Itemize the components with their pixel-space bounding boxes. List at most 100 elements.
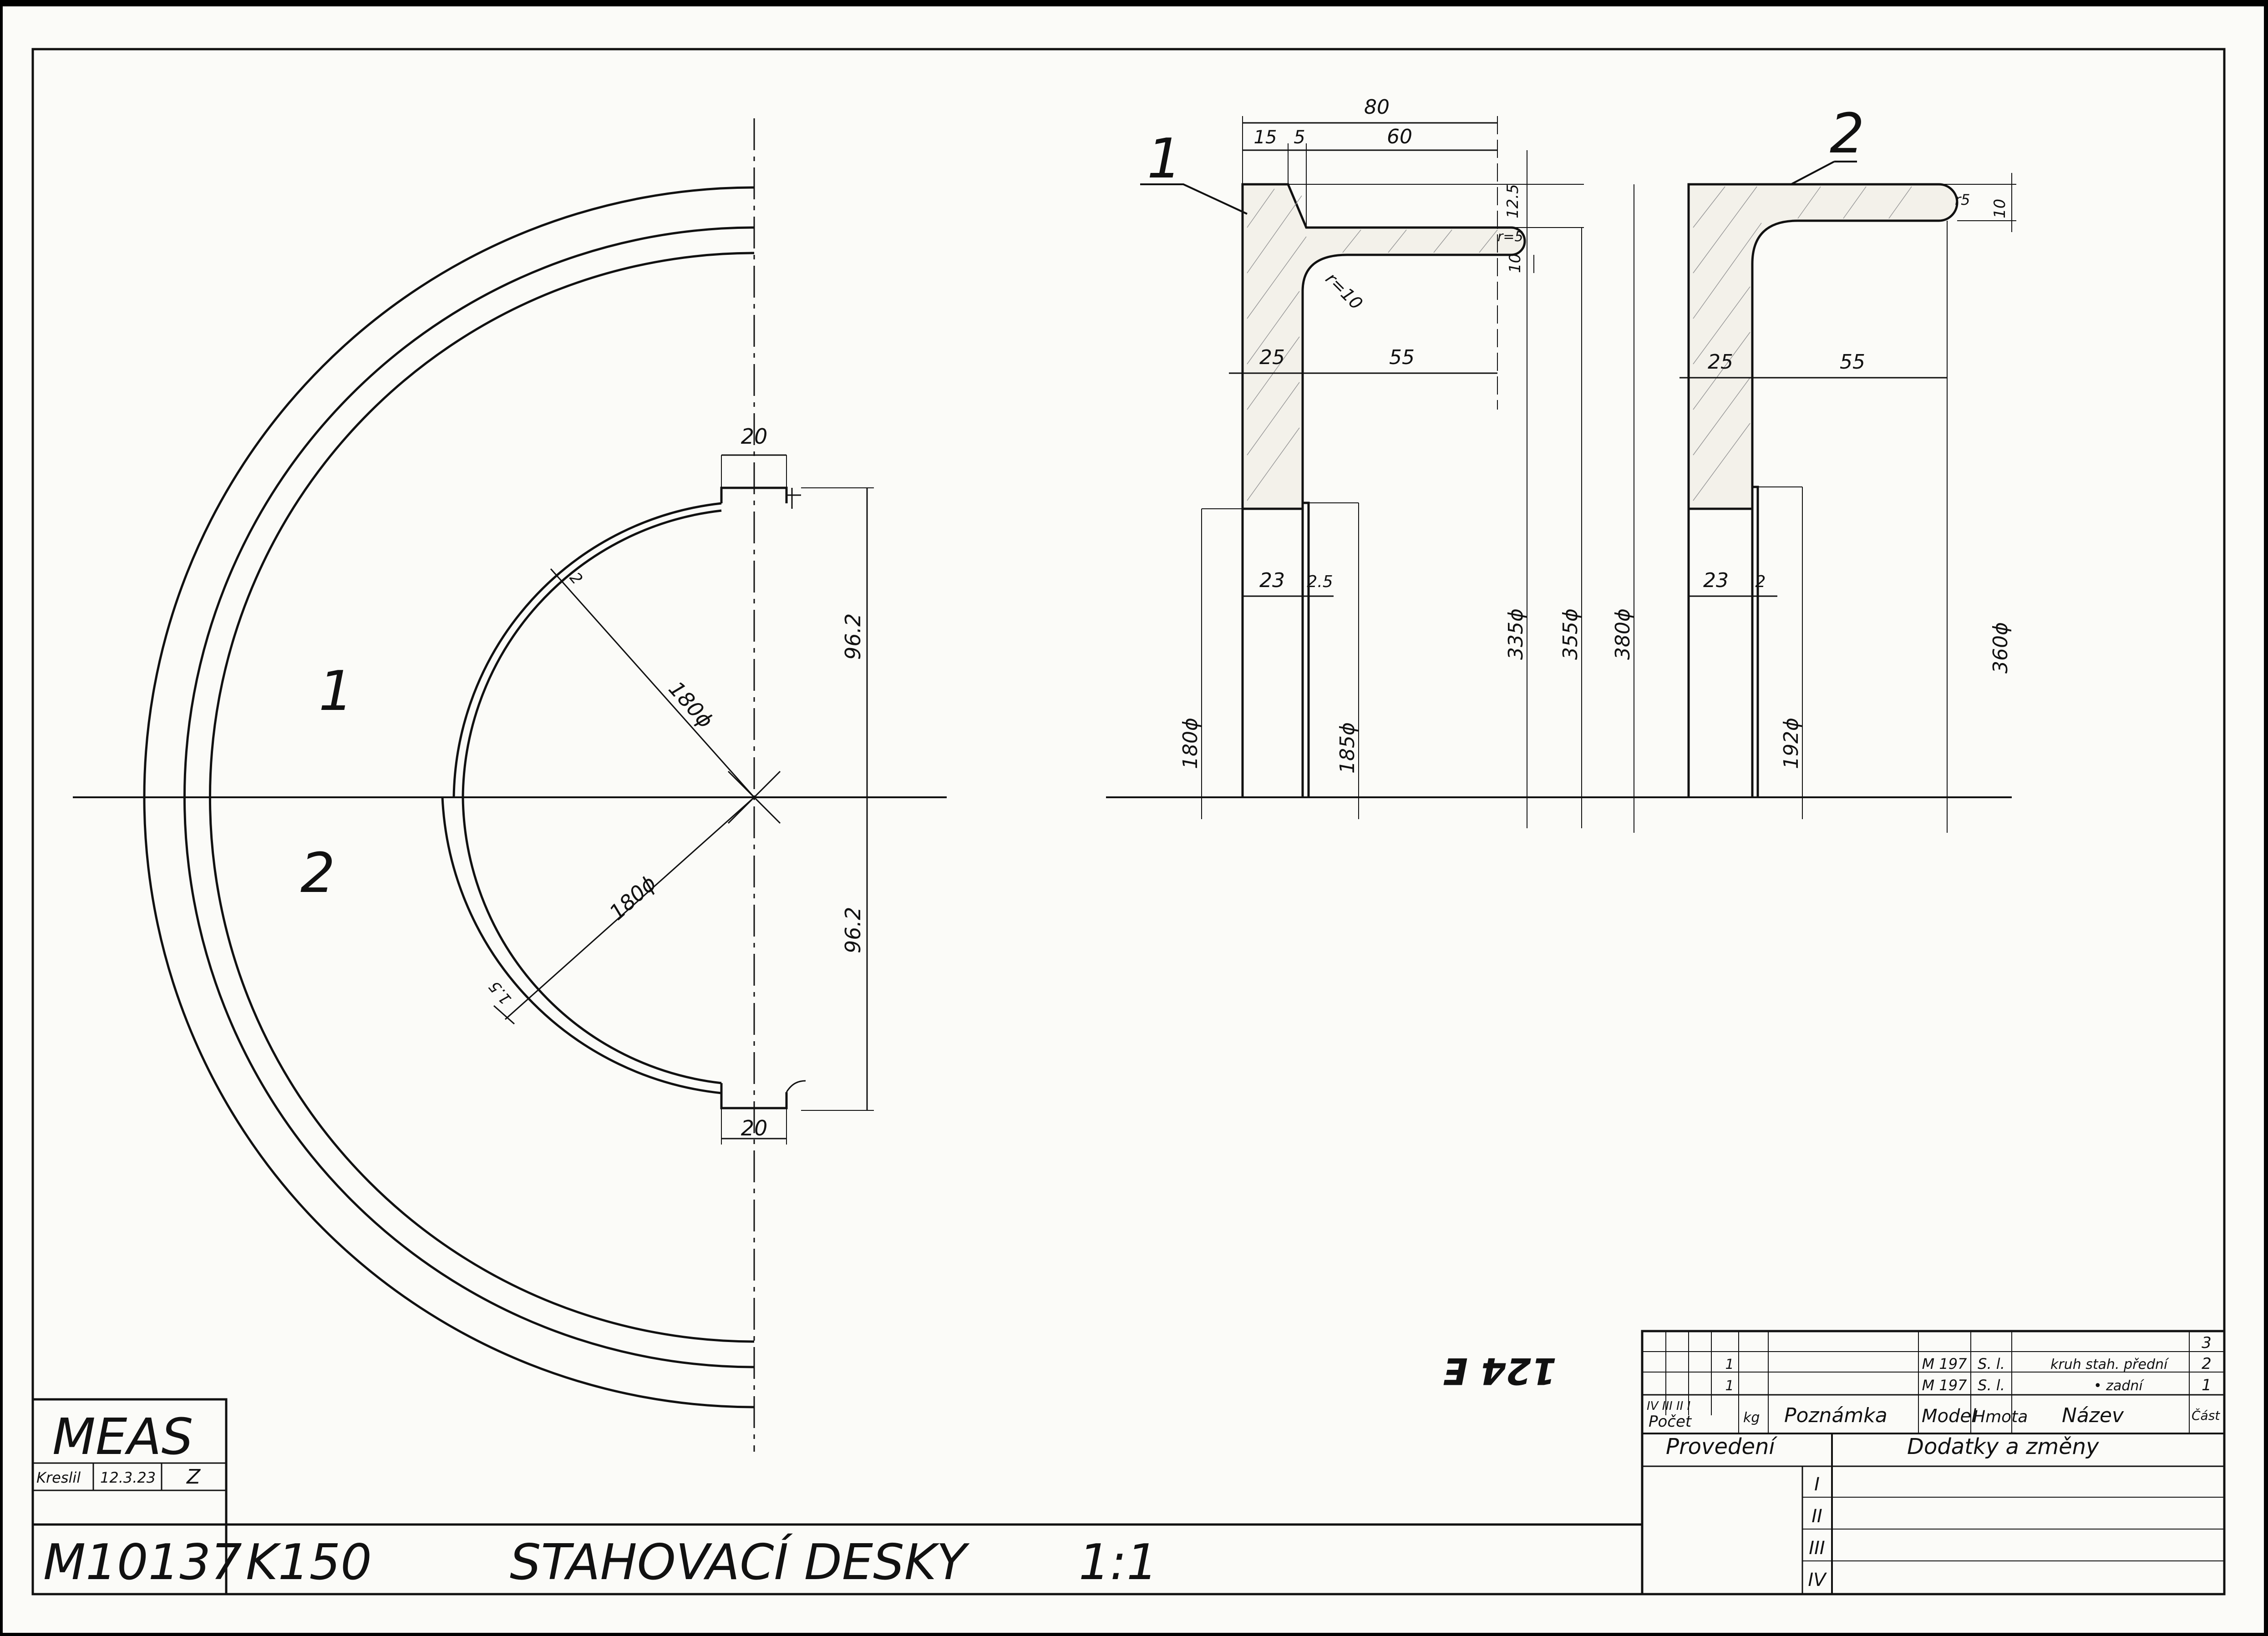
dim-radius-tip: r=5 (1497, 229, 1523, 245)
part-row-3-name: • zadní (2094, 1378, 2144, 1394)
section-2-profile (1687, 183, 1958, 510)
part-row-3-mass: S. l. (1978, 1377, 2005, 1394)
dim-tip: 10 (1506, 253, 1524, 273)
dim-fillet: r=10 (1322, 268, 1367, 314)
drawn-initials: Z (186, 1465, 201, 1489)
dim-d2: 185ϕ (1336, 722, 1359, 774)
dia-leader-top (550, 568, 755, 798)
variant-4: IV (1808, 1570, 1827, 1590)
dim-slot-top: 20 (741, 424, 768, 449)
dim-bore-w-2: 23 (1703, 569, 1729, 592)
part-row-1-part: 3 (2202, 1334, 2212, 1352)
company-box (31, 1398, 228, 1526)
leader-2 (1791, 161, 1835, 185)
part-row-3-model: M 197 (1922, 1377, 1968, 1394)
dim-gap: 2.5 (1307, 572, 1333, 591)
dim-lip: 15 (1254, 127, 1277, 148)
title-block: MEAS Kreslil 12.3.23 Z M10137 K150 STAHO… (31, 1350, 1642, 1594)
stamp: 124 E (1443, 1350, 1557, 1392)
dim-d4: 355ϕ (1559, 608, 1582, 660)
dim-step: 5 (1294, 127, 1305, 148)
header-count: Počet (1649, 1413, 1692, 1431)
dim-gap-2: 2 (1756, 572, 1766, 591)
part-row-2-mass: S. l. (1978, 1355, 2005, 1373)
dim-bore-w: 23 (1259, 569, 1285, 592)
dim-thick-top: 12.5 (1504, 184, 1522, 218)
header-note: Poznámka (1784, 1404, 1887, 1427)
inner-ring-upper (452, 502, 722, 798)
part-row-2-name: kruh stah. přední (2050, 1357, 2169, 1373)
dia-leader-bottom (505, 796, 755, 1020)
dim-wall-bottom: 1.5 (485, 978, 515, 1008)
inner-ring-upper (462, 509, 722, 798)
drawing-scale: 1:1 (1079, 1534, 1158, 1591)
dim-dia-bottom: 180ϕ (604, 871, 661, 925)
drawing-number: M10137 (43, 1534, 242, 1591)
dim-d2-2: 360ϕ (1989, 622, 2012, 674)
drawn-label: Kreslil (36, 1469, 81, 1486)
dim-flange: 60 (1387, 125, 1412, 148)
drawing-title: STAHOVACÍ DESKY (510, 1533, 970, 1591)
part-row-3-part: 1 (2202, 1376, 2212, 1394)
wall-leader (493, 1005, 515, 1025)
header-name: Název (2062, 1404, 2124, 1427)
section-1: 1 80 15 5 60 12.5 r=5 10 r=10 25 55 23 2… (1106, 96, 2012, 833)
variant-2: II (1811, 1506, 1822, 1527)
slot-lower-edge (786, 1080, 806, 1093)
inner-ring-lower (462, 797, 722, 1084)
section-1-profile (1241, 183, 1526, 510)
header-mass: Hmota (1973, 1408, 2028, 1426)
dim-d3: 335ϕ (1504, 608, 1527, 660)
part-row-2-count: 1 (1725, 1357, 1734, 1373)
dim-radius-tip-2: r5 (1955, 191, 1970, 208)
drawing-frame (31, 48, 2226, 1595)
plan-view: 1 2 20 20 180ϕ 180ϕ 96.2 96.2 2 1.5 (73, 118, 947, 1452)
parts-list: 3 1 M 197 S. l. kruh stah. přední 2 1 M … (1641, 1330, 2226, 1595)
slot-lower (720, 1083, 788, 1109)
dim-d1: 180ϕ (1179, 718, 1202, 769)
dim-reach: 55 (1389, 346, 1415, 369)
inner-ring-lower (441, 797, 722, 1094)
section-2: 2 r5 10 25 55 23 2 192ϕ 360ϕ (1679, 102, 2016, 833)
parts-box (1641, 1330, 2226, 1595)
slot-upper (720, 486, 788, 503)
dim-overall: 80 (1364, 96, 1390, 119)
company-name: MEAS (52, 1408, 193, 1466)
section-label-1: 1 (1147, 127, 1182, 191)
hatch-lines-2 (1693, 186, 1912, 501)
dim-d1-2: 192ϕ (1780, 718, 1803, 769)
part-label-2: 2 (300, 842, 335, 905)
execution-label: Provedení (1666, 1434, 1778, 1459)
part-row-2-part: 2 (2202, 1355, 2212, 1373)
hatch-lines-1 (1247, 188, 1498, 501)
header-part: Část (2192, 1408, 2220, 1423)
dim-web: 25 (1259, 346, 1285, 369)
outer-ring-arc (183, 226, 755, 1368)
leader-1 (1140, 183, 1248, 215)
header-roman: IV III II I (1647, 1399, 1690, 1413)
part-label-1: 1 (319, 660, 353, 723)
dim-d5: 380ϕ (1611, 608, 1634, 660)
paper (3, 6, 2264, 1633)
dim-reach-2: 55 (1840, 350, 1865, 374)
dim-slot-bottom: 20 (741, 1116, 768, 1140)
part-row-2-model: M 197 (1922, 1355, 1968, 1373)
header-kg: kg (1743, 1410, 1760, 1426)
changes-label: Dodatky a změny (1907, 1434, 2099, 1459)
machine-code: K150 (246, 1534, 372, 1591)
outer-ring-arc (143, 186, 755, 1408)
dim-tip-2: 10 (1991, 199, 2009, 218)
variant-1: I (1814, 1474, 1820, 1495)
part-row-3-count: 1 (1725, 1378, 1734, 1394)
section-label-2: 2 (1830, 102, 1864, 166)
dim-half-top: 96.2 (841, 613, 865, 660)
header-model: Model (1922, 1406, 1976, 1427)
dim-web-2: 25 (1708, 350, 1733, 374)
drawn-date: 12.3.23 (100, 1469, 156, 1486)
outer-ring-arc (208, 252, 755, 1343)
variant-3: III (1809, 1538, 1825, 1559)
dim-wall-top: 2 (566, 569, 586, 588)
dim-half-bottom: 96.2 (841, 907, 865, 953)
